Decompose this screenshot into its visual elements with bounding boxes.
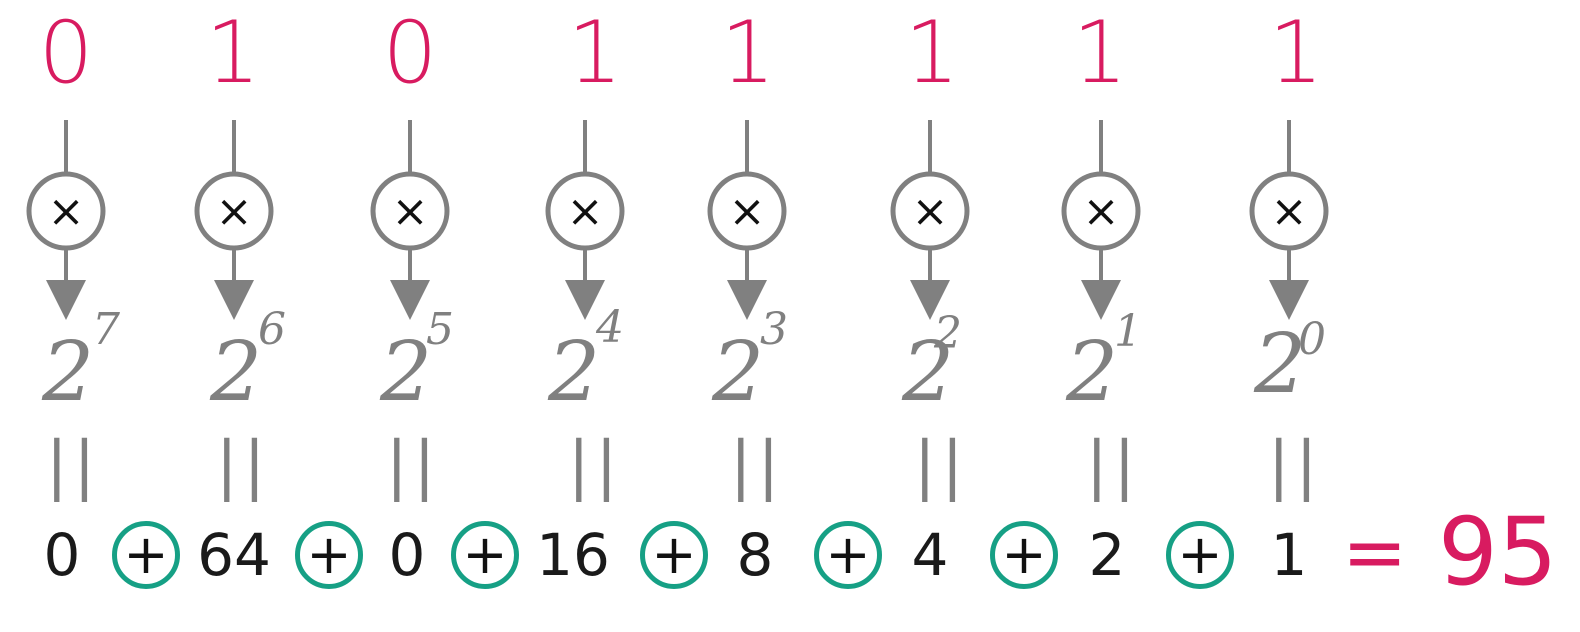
plus-operator-5: + (990, 521, 1058, 589)
plus-icon: + (306, 523, 352, 586)
power-exponent-4: 3 (760, 304, 788, 355)
equality-bar-4: || (730, 429, 786, 503)
power-base-7: 2 (1254, 317, 1307, 412)
power-exponent-1: 6 (258, 304, 286, 355)
plus-operator-2: + (451, 521, 519, 589)
multiply-node-1: × (194, 120, 274, 320)
multiply-icon: × (567, 186, 604, 237)
power-base-5: 2 (902, 325, 955, 420)
plus-icon: + (651, 523, 697, 586)
multiply-icon: × (216, 186, 253, 237)
term-value-6: 2 (1088, 521, 1126, 589)
equality-bar-6: || (1086, 429, 1142, 503)
term-value-4: 8 (736, 521, 774, 589)
bit-3: 1 (567, 3, 623, 103)
bit-0: 0 (38, 3, 94, 103)
power-base-1: 2 (210, 325, 263, 420)
equality-bar-7: || (1268, 429, 1324, 503)
plus-icon: + (462, 523, 508, 586)
power-base-6: 2 (1066, 325, 1119, 420)
power-base-3: 2 (548, 325, 601, 420)
bit-4: 1 (720, 3, 776, 103)
multiply-node-3: × (545, 120, 625, 320)
power-exponent-3: 4 (596, 302, 624, 353)
term-value-0: 0 (43, 521, 81, 589)
plus-operator-6: + (1166, 521, 1234, 589)
multiply-icon: × (392, 186, 429, 237)
power-exponent-7: 0 (1298, 314, 1326, 365)
bit-1: 1 (205, 3, 261, 103)
plus-operator-0: + (112, 521, 180, 589)
plus-icon: + (825, 523, 871, 586)
power-exponent-2: 5 (426, 304, 454, 355)
equality-bar-3: || (568, 429, 624, 503)
term-value-3: 16 (536, 521, 610, 589)
term-value-7: 1 (1270, 521, 1308, 589)
plus-operator-3: + (640, 521, 708, 589)
plus-icon: + (1001, 523, 1047, 586)
multiply-node-5: × (890, 120, 970, 320)
multiply-node-0: × (26, 120, 106, 320)
term-value-1: 64 (197, 521, 271, 589)
plus-icon: + (123, 523, 169, 586)
equality-bar-0: || (46, 429, 102, 503)
multiply-node-2: × (370, 120, 450, 320)
bit-6: 1 (1072, 3, 1128, 103)
power-exponent-0: 7 (92, 304, 120, 355)
equals-sign: = (1342, 508, 1408, 598)
power-base-0: 2 (42, 325, 95, 420)
multiply-node-4: × (707, 120, 787, 320)
multiply-icon: × (1271, 186, 1308, 237)
power-base-4: 2 (712, 325, 765, 420)
result-value: 95 (1438, 498, 1558, 607)
multiply-icon: × (1083, 186, 1120, 237)
multiply-node-7: × (1249, 120, 1329, 320)
bit-5: 1 (904, 3, 960, 103)
equality-bar-5: || (914, 429, 970, 503)
plus-operator-1: + (295, 521, 363, 589)
multiply-node-6: × (1061, 120, 1141, 320)
power-base-2: 2 (380, 325, 433, 420)
multiply-icon: × (729, 186, 766, 237)
bit-2: 0 (382, 3, 438, 103)
multiply-icon: × (48, 186, 85, 237)
plus-icon: + (1177, 523, 1223, 586)
term-value-5: 4 (911, 521, 949, 589)
term-value-2: 0 (388, 521, 426, 589)
multiply-icon: × (912, 186, 949, 237)
equality-bar-2: || (386, 429, 442, 503)
power-exponent-5: 2 (934, 308, 962, 359)
power-exponent-6: 1 (1114, 306, 1142, 357)
plus-operator-4: + (814, 521, 882, 589)
equality-bar-1: || (216, 429, 272, 503)
bit-7: 1 (1268, 3, 1324, 103)
